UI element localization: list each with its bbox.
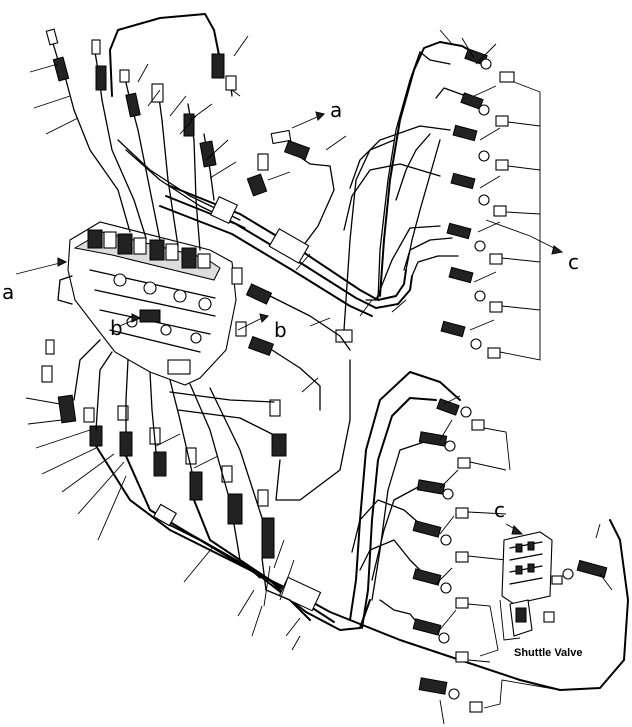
lower-left-hose-fittings <box>25 339 371 651</box>
shuttle-valve <box>499 523 613 641</box>
callout-c-right: c <box>568 250 579 274</box>
callout-c-lower: c <box>494 498 505 522</box>
callout-a-left: a <box>2 280 15 304</box>
control-valve-block <box>57 221 237 386</box>
right-upper-hoses <box>343 29 564 361</box>
shuttle-valve-caption: Shuttle Valve <box>514 647 583 659</box>
callout-arrows <box>15 257 142 327</box>
mid-b-fittings <box>231 267 351 411</box>
callout-a-top: a <box>330 98 343 122</box>
callout-b-mid: b <box>274 318 287 342</box>
upper-pipe-bundle <box>159 51 459 393</box>
right-lower-hoses <box>349 371 629 725</box>
callout-b-left: b <box>110 316 123 340</box>
top-a-fitting <box>246 111 347 251</box>
upper-left-hose-fittings <box>29 13 249 251</box>
